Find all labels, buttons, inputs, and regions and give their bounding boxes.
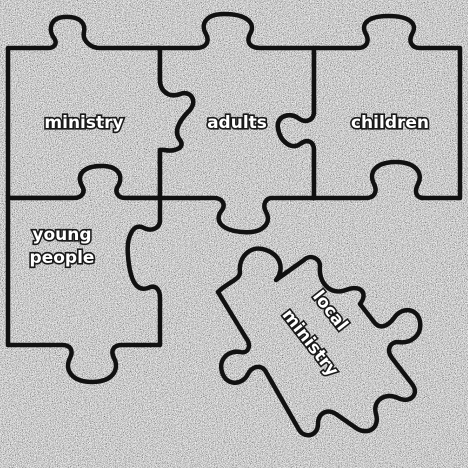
label-ministry: ministry bbox=[44, 113, 123, 133]
label-children: children bbox=[351, 113, 429, 133]
label-adults: adults bbox=[207, 113, 267, 133]
label-young: young bbox=[32, 225, 91, 245]
label-people: people bbox=[30, 248, 95, 268]
